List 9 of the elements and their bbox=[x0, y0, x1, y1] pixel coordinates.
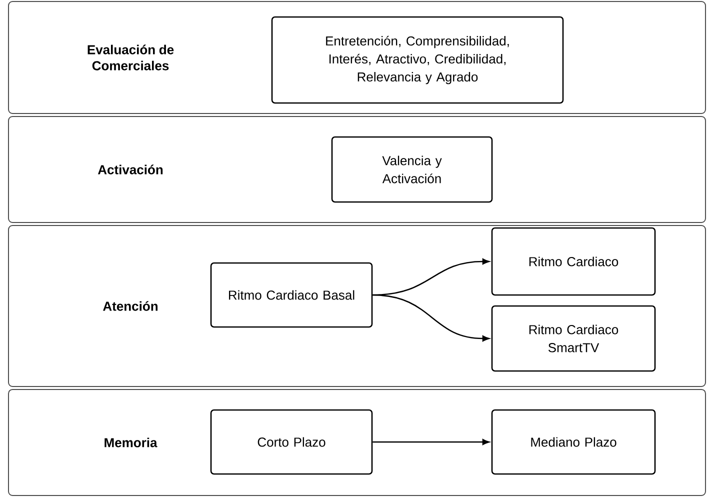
text-box: Entretención, Comprensibilidad, Interés, Atractivo, Credibilidad, Relevancia y Agrado bbox=[271, 16, 564, 104]
text-box: Ritmo Cardiaco bbox=[491, 227, 656, 296]
text-box: Valencia y Activación bbox=[331, 136, 493, 203]
text-box: Corto Plazo bbox=[210, 409, 373, 475]
arrow bbox=[372, 439, 490, 445]
arrow bbox=[372, 294, 490, 342]
text-box: Mediano Plazo bbox=[491, 409, 656, 475]
text-box: Ritmo Cardiaco SmartTV bbox=[491, 305, 656, 372]
text-box: Ritmo Cardiaco Basal bbox=[210, 262, 373, 328]
